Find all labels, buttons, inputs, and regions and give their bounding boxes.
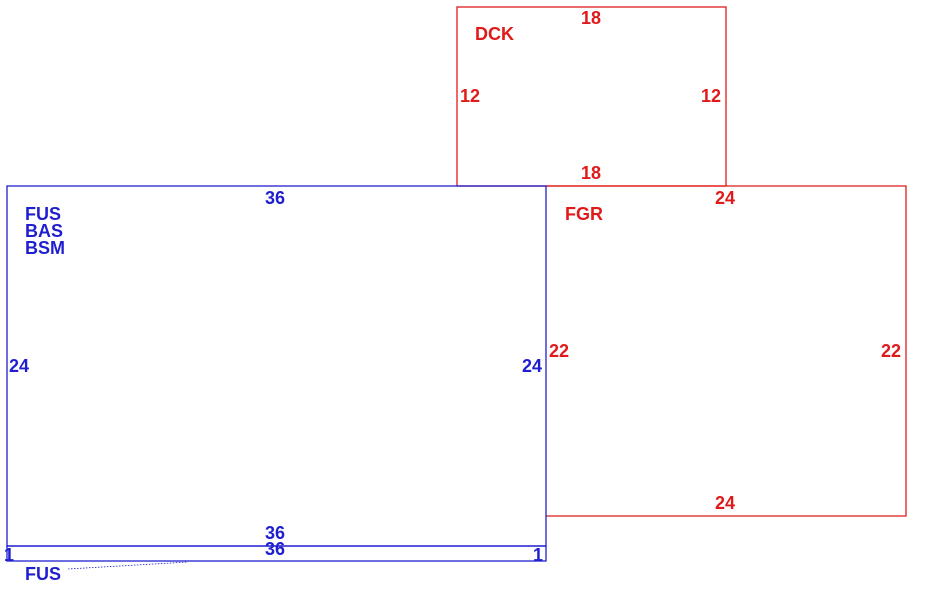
strip-outline[interactable]: [6, 545, 547, 562]
garage-right-dimension: 22: [881, 341, 901, 361]
deck-bottom-dimension: 18: [581, 163, 601, 183]
garage-top-dimension: 24: [715, 188, 735, 208]
living-area-bottom-dimension: 36: [265, 523, 285, 543]
living-area-code-bas: BAS: [25, 221, 63, 241]
garage-code-label: FGR: [565, 204, 603, 224]
garage-outline[interactable]: [546, 185, 907, 517]
living-area-left-dimension: 24: [9, 356, 29, 376]
deck-top-dimension: 18: [581, 8, 601, 28]
deck-left-dimension: 12: [460, 86, 480, 106]
living-area-outline[interactable]: [6, 185, 547, 547]
garage-left-dimension: 22: [549, 341, 569, 361]
living-area-code-bsm: BSM: [25, 238, 65, 258]
living-area-right-dimension: 24: [522, 356, 542, 376]
deck-right-dimension: 12: [701, 86, 721, 106]
living-area-top-dimension: 36: [265, 188, 285, 208]
living-area-code-fus: FUS: [25, 204, 61, 224]
strip-leader-line: [67, 561, 189, 570]
garage-bottom-dimension: 24: [715, 493, 735, 513]
strip-code-label: FUS: [25, 564, 61, 584]
strip-right-dimension: 1: [533, 545, 543, 565]
strip-top-dimension: 36: [265, 539, 285, 559]
deck-code-label: DCK: [475, 24, 514, 44]
strip-left-dimension: 1: [4, 545, 14, 565]
